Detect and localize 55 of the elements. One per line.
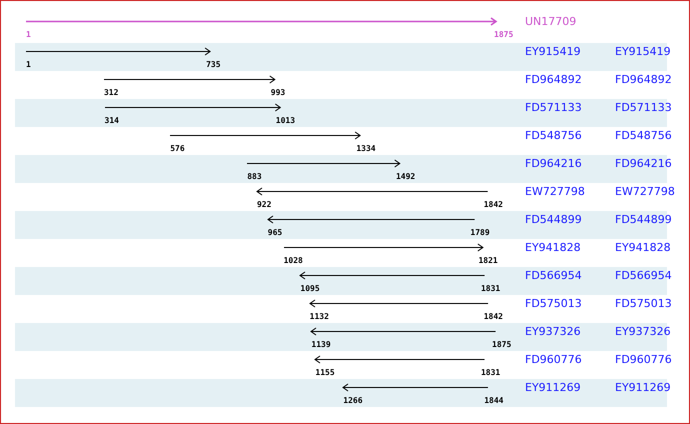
accession-link: FD964892 <box>615 73 672 86</box>
position-number: 1095 <box>300 284 320 294</box>
accession-link: FD566954 <box>525 269 582 282</box>
position-number: 1842 <box>484 312 503 322</box>
accession-link: EY937326 <box>615 325 671 338</box>
position-number: 1155 <box>315 368 335 378</box>
position-number: 1831 <box>480 284 500 294</box>
position-number: 965 <box>268 228 282 238</box>
accession-link: FD571133 <box>615 101 672 114</box>
position-number: 1492 <box>396 172 416 182</box>
accession-link: EY915419 <box>525 45 581 58</box>
accession-link: FD548756 <box>525 129 582 142</box>
position-number: 312 <box>104 88 118 98</box>
accession-link: FD960776 <box>525 353 582 366</box>
position-number: 1266 <box>343 396 363 406</box>
accession-link: FD964216 <box>615 157 672 170</box>
accession-link: FD544899 <box>525 213 582 226</box>
accession-link: EW727798 <box>525 185 585 198</box>
position-number: 993 <box>270 88 286 98</box>
position-number: 314 <box>104 116 119 126</box>
position-number: 1875 <box>492 340 512 350</box>
accession-link: EW727798 <box>615 185 675 198</box>
accession-link: FD548756 <box>615 129 672 142</box>
sequence-name: UN17709 <box>525 15 576 28</box>
position-number: 1875 <box>494 30 514 40</box>
accession-link: FD566954 <box>615 269 672 282</box>
accession-link: EY941828 <box>615 241 671 254</box>
accession-link: EY941828 <box>525 241 581 254</box>
accession-link: EY911269 <box>615 381 671 394</box>
accession-link: EY937326 <box>525 325 581 338</box>
accession-link: EY915419 <box>615 45 671 58</box>
accession-link: FD964892 <box>525 73 582 86</box>
accession-link: FD575013 <box>615 297 672 310</box>
accession-link: FD544899 <box>615 213 672 226</box>
accession-link: FD575013 <box>525 297 582 310</box>
position-number: 1842 <box>484 200 503 210</box>
position-number: 1132 <box>310 312 329 322</box>
position-number: 1139 <box>311 340 331 350</box>
accession-link: EY911269 <box>525 381 581 394</box>
position-number: 1 <box>26 60 31 70</box>
position-number: 735 <box>206 60 221 70</box>
accession-link: FD571133 <box>525 101 582 114</box>
position-number: 1844 <box>484 396 504 406</box>
accession-link: FD960776 <box>615 353 672 366</box>
position-number: 922 <box>256 200 272 210</box>
position-number: 883 <box>247 172 262 182</box>
position-number: 1831 <box>480 368 500 378</box>
position-number: 1028 <box>284 256 303 266</box>
position-number: 1821 <box>478 256 498 266</box>
position-number: 1789 <box>470 228 490 238</box>
position-number: 1334 <box>356 144 376 154</box>
position-number: 576 <box>170 144 185 154</box>
position-number: 1 <box>26 30 31 40</box>
accession-link: FD964216 <box>525 157 582 170</box>
position-number: 1013 <box>276 116 296 126</box>
